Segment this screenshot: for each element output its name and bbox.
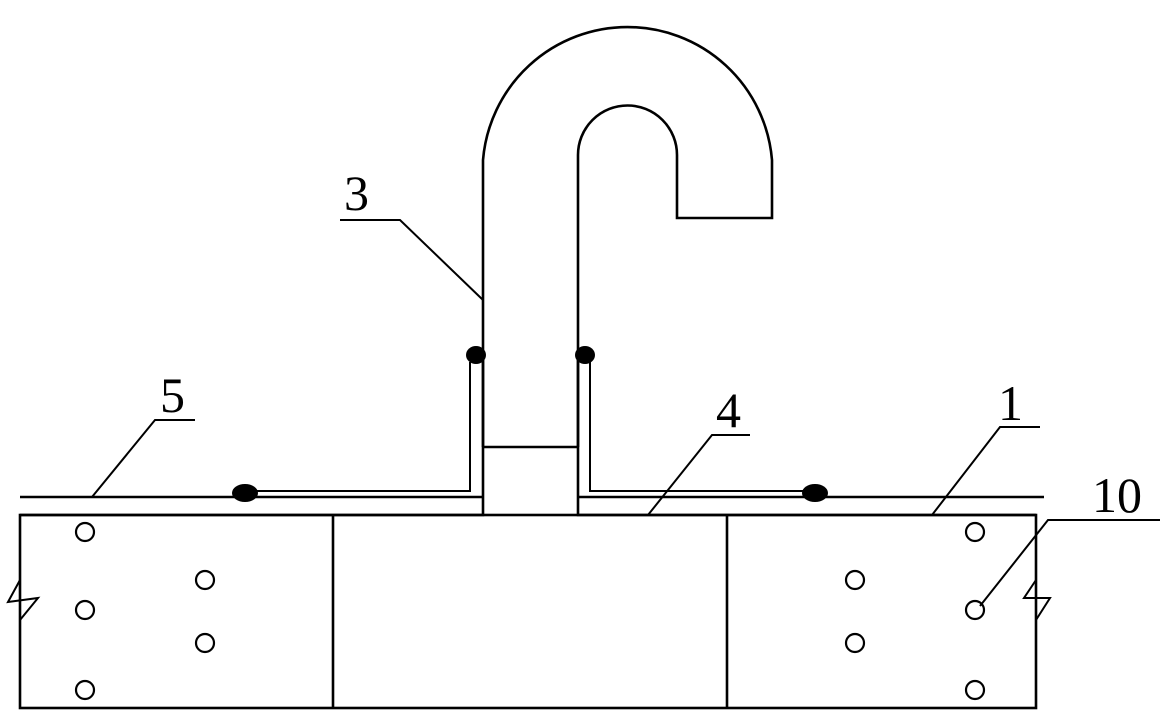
weld-top-left bbox=[466, 346, 486, 364]
hole bbox=[74, 679, 96, 701]
base-block bbox=[18, 513, 1038, 710]
leader-10 bbox=[979, 519, 1160, 607]
leader-3 bbox=[340, 219, 484, 301]
leader-4 bbox=[647, 434, 750, 516]
weld-bottom-right bbox=[802, 484, 828, 502]
hole bbox=[964, 679, 986, 701]
hole bbox=[74, 521, 96, 543]
hole bbox=[964, 521, 986, 543]
weld-bottom-left bbox=[232, 484, 258, 502]
angle-plate-left-inner bbox=[240, 362, 471, 492]
hole bbox=[844, 632, 866, 654]
hole bbox=[194, 632, 216, 654]
break-mark-right bbox=[1022, 579, 1052, 621]
label-10: 10 bbox=[1092, 467, 1142, 523]
hook-outer bbox=[481, 25, 774, 447]
hole bbox=[194, 569, 216, 591]
leader-5 bbox=[91, 419, 195, 498]
break-mark-left bbox=[6, 579, 41, 621]
weld-top-right bbox=[575, 346, 595, 364]
hole bbox=[844, 569, 866, 591]
leader-1 bbox=[931, 426, 1040, 516]
hole bbox=[74, 599, 96, 621]
label-5: 5 bbox=[160, 367, 185, 423]
label-4: 4 bbox=[716, 382, 741, 438]
angle-plate-right-inner bbox=[589, 362, 820, 492]
label-3: 3 bbox=[344, 165, 369, 221]
label-1: 1 bbox=[998, 375, 1023, 431]
